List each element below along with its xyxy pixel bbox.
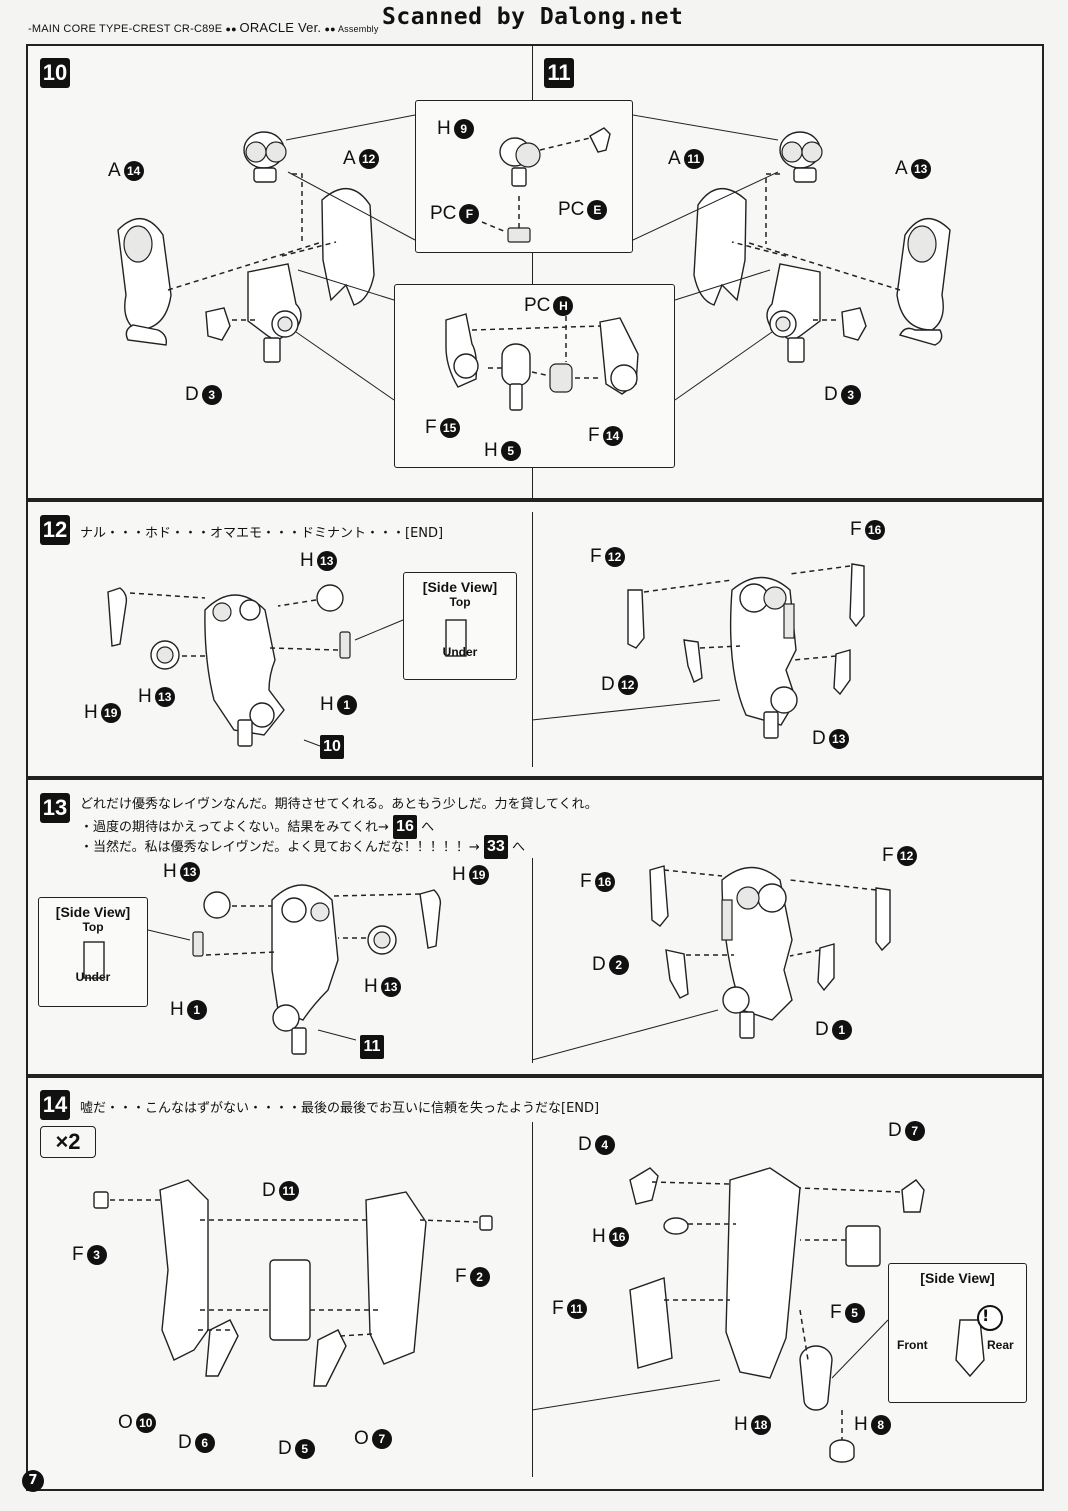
choice-text: へ	[512, 840, 526, 855]
scan-watermark: Scanned by Dalong.net	[382, 4, 684, 30]
side-view-box: [Side View] Top Under	[403, 572, 517, 680]
step-14-text: 嘘だ・・・こんなはずがない・・・・最後の最後でお互いに信頼を失ったようだな[EN…	[80, 1101, 600, 1116]
step-number: 10	[40, 58, 70, 88]
divider	[532, 858, 533, 1063]
step-ref-16: 16	[393, 815, 417, 839]
step-number: 11	[544, 58, 574, 88]
panel-step-12	[26, 500, 1044, 778]
side-view-top: Top	[82, 920, 104, 934]
side-view-rear: Rear	[987, 1338, 1014, 1352]
section-label: Assembly	[337, 24, 379, 34]
step-number: 13	[40, 793, 70, 823]
page-number: 7	[22, 1470, 44, 1492]
version-name: ORACLE Ver.	[239, 20, 322, 35]
choice-text: ・過度の期待はかえってよくない。結果をみてくれ→	[80, 820, 389, 835]
side-view-top: Top	[449, 595, 471, 609]
side-view-box: [Side View] Top Under	[38, 897, 148, 1007]
panel-step-13	[26, 778, 1044, 1076]
divider	[532, 44, 533, 500]
step-13-choice-a: ・過度の期待はかえってよくない。結果をみてくれ→ 16 へ	[80, 815, 434, 839]
warning-icon: !	[982, 1306, 990, 1325]
side-view-title: [Side View]	[422, 579, 498, 595]
step-number: 12	[40, 515, 70, 545]
divider	[532, 512, 533, 767]
choice-text: へ	[421, 820, 435, 835]
side-view-box: [Side View] Front Rear	[888, 1263, 1027, 1403]
step-ref-33: 33	[483, 835, 508, 859]
side-view-front: Front	[897, 1338, 928, 1352]
step-13-choice-b: ・当然だ。私は優秀なレイヴンだ。よく見ておくんだな！！！！！→ 33 へ	[80, 835, 525, 859]
side-view-title: [Side View]	[55, 904, 131, 920]
quantity-x2: ×2	[40, 1126, 96, 1158]
bullet-icon: ●●	[225, 24, 240, 34]
choice-text: ・当然だ。私は優秀なレイヴンだ。よく見ておくんだな！！！！！→	[80, 840, 480, 855]
step-12-text: ナル・・・ホド・・・オマエモ・・・ドミナント・・・[END]	[80, 526, 444, 541]
step-ref-11: 11	[360, 1035, 384, 1059]
divider	[532, 1122, 533, 1477]
side-view-title: [Side View]	[920, 1270, 995, 1286]
manual-header: -MAIN CORE TYPE-CREST CR-C89E ●● ORACLE …	[28, 20, 379, 35]
bullet-icon: ●●	[324, 24, 338, 34]
step-number: 14	[40, 1090, 70, 1120]
model-code: -MAIN CORE TYPE-CREST CR-C89E	[28, 23, 223, 35]
step-13-text: どれだけ優秀なレイヴンなんだ。期待させてくれる。あともう少しだ。力を貸してくれ。	[80, 797, 598, 812]
step-ref-10: 10	[320, 735, 344, 759]
